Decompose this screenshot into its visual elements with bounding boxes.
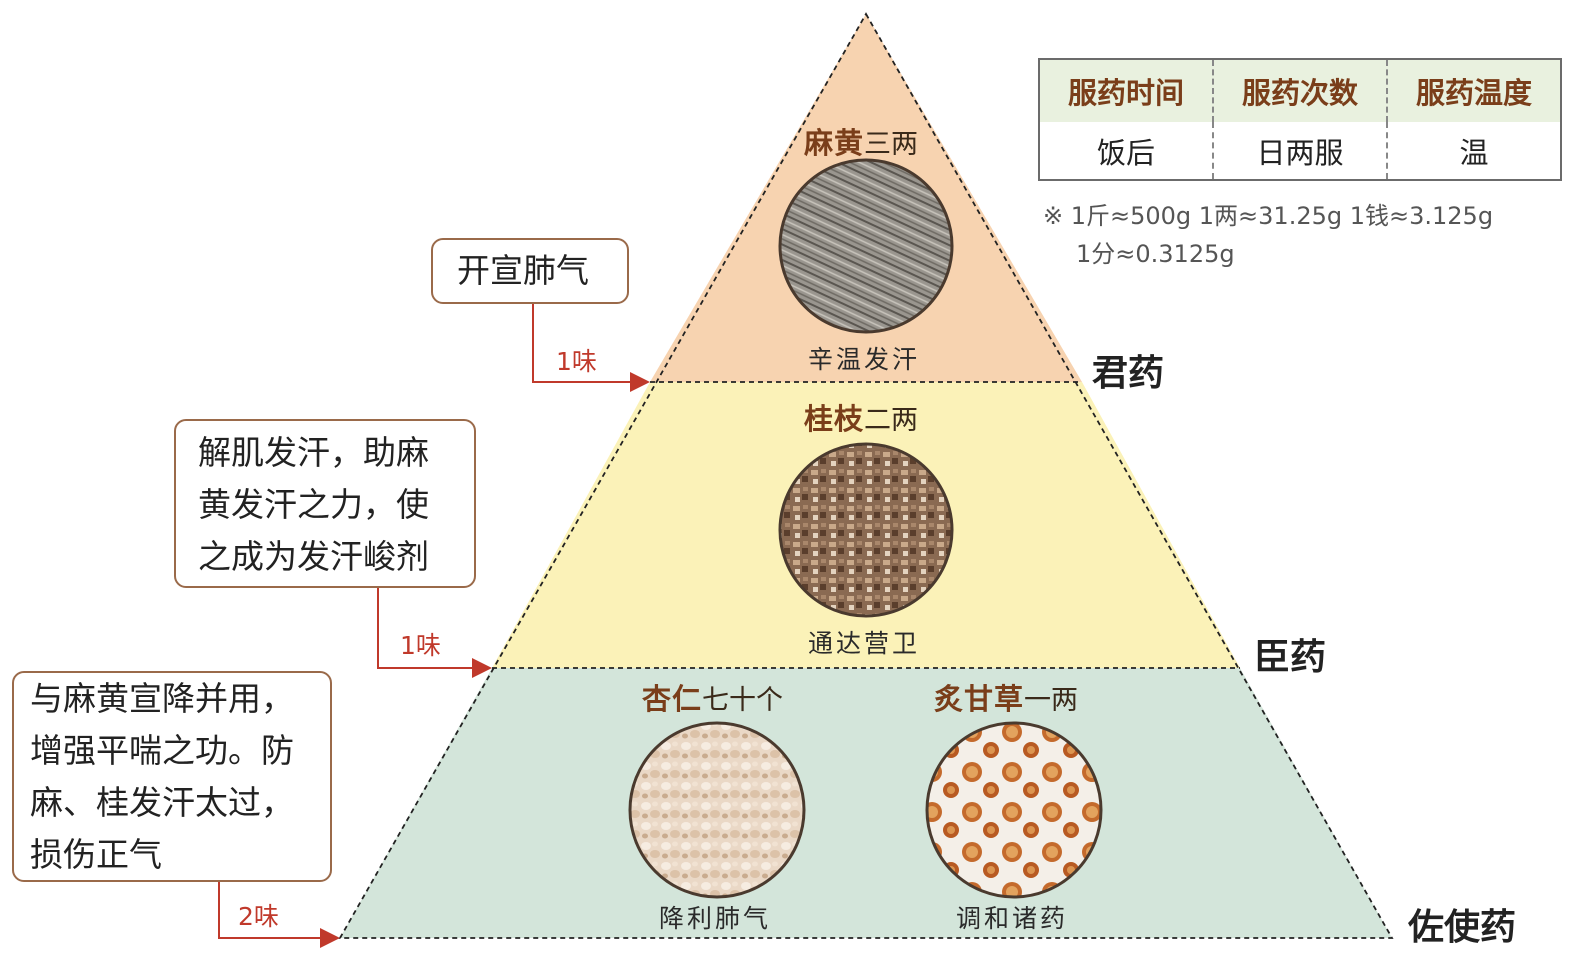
unit-conversion-line-2: 1分≈0.3125g (1076, 240, 1235, 268)
herb-title-mahuang: 麻黄三两 (804, 126, 918, 162)
table-header-frequency: 服药次数 (1212, 59, 1387, 122)
note-line: 开宣肺气 (457, 251, 589, 290)
connector-bottom (218, 882, 340, 948)
herb-effect-gancao: 调和诸药 (956, 904, 1069, 933)
herb-count-jun: 1味 (556, 347, 597, 376)
herb-title-xingren: 杏仁七十个 (642, 682, 783, 718)
note-line: 之成为发汗峻剂 (198, 537, 429, 576)
note-box-zuoshi: 与麻黄宣降并用， 增强平喘之功。防 麻、桂发汗太过， 损伤正气 (12, 671, 332, 882)
unit-conversion-line-1: ※ 1斤≈500g 1两≈31.25g 1钱≈3.125g (1043, 202, 1494, 230)
table-value-frequency: 日两服 (1212, 122, 1387, 180)
note-line: 与麻黄宣降并用， (30, 679, 294, 718)
herb-title-gancao: 炙甘草一两 (934, 682, 1078, 718)
note-box-chen: 解肌发汗，助麻 黄发汗之力，使 之成为发汗峻剂 (174, 419, 476, 588)
herb-count-chen: 1味 (400, 631, 441, 660)
herb-count-zuoshi: 2味 (238, 902, 279, 931)
herb-dose: 七十个 (702, 685, 784, 716)
note-line: 黄发汗之力，使 (198, 485, 429, 524)
dosage-table: 服药时间 服药次数 服药温度 饭后 日两服 温 (1038, 58, 1562, 181)
role-label-chen: 臣药 (1254, 636, 1327, 678)
note-line: 增强平喘之功。防 (30, 731, 294, 770)
connector-middle (377, 588, 492, 678)
mahuang-image (778, 158, 954, 334)
note-box-jun: 开宣肺气 (431, 238, 629, 304)
role-label-jun: 君药 (1092, 352, 1165, 394)
table-header-time: 服药时间 (1039, 59, 1213, 122)
herb-dose: 三两 (864, 129, 919, 160)
table-value-temperature: 温 (1386, 122, 1561, 180)
herb-dose: 一两 (1024, 685, 1079, 716)
herb-name: 桂枝 (804, 402, 865, 436)
role-label-zuoshi: 佐使药 (1408, 906, 1517, 948)
note-line: 损伤正气 (30, 835, 162, 874)
herb-name: 麻黄 (804, 126, 865, 160)
herb-effect-xingren: 降利肺气 (659, 904, 772, 933)
tier-bottom (340, 668, 1392, 938)
herb-name: 炙甘草 (934, 682, 1025, 716)
gancao-image (925, 721, 1103, 899)
note-line: 解肌发汗，助麻 (198, 433, 429, 472)
herb-name: 杏仁 (642, 682, 703, 716)
herb-effect-mahuang: 辛温发汗 (808, 345, 921, 374)
guizhi-image (778, 442, 954, 618)
table-value-time: 饭后 (1039, 122, 1213, 180)
table-header-temperature: 服药温度 (1386, 59, 1561, 122)
herb-title-guizhi: 桂枝二两 (804, 402, 918, 438)
note-line: 麻、桂发汗太过， (30, 783, 294, 822)
connector-top (532, 304, 650, 392)
herb-effect-guizhi: 通达营卫 (808, 629, 921, 658)
herb-dose: 二两 (864, 405, 919, 436)
xingren-image (628, 721, 806, 899)
